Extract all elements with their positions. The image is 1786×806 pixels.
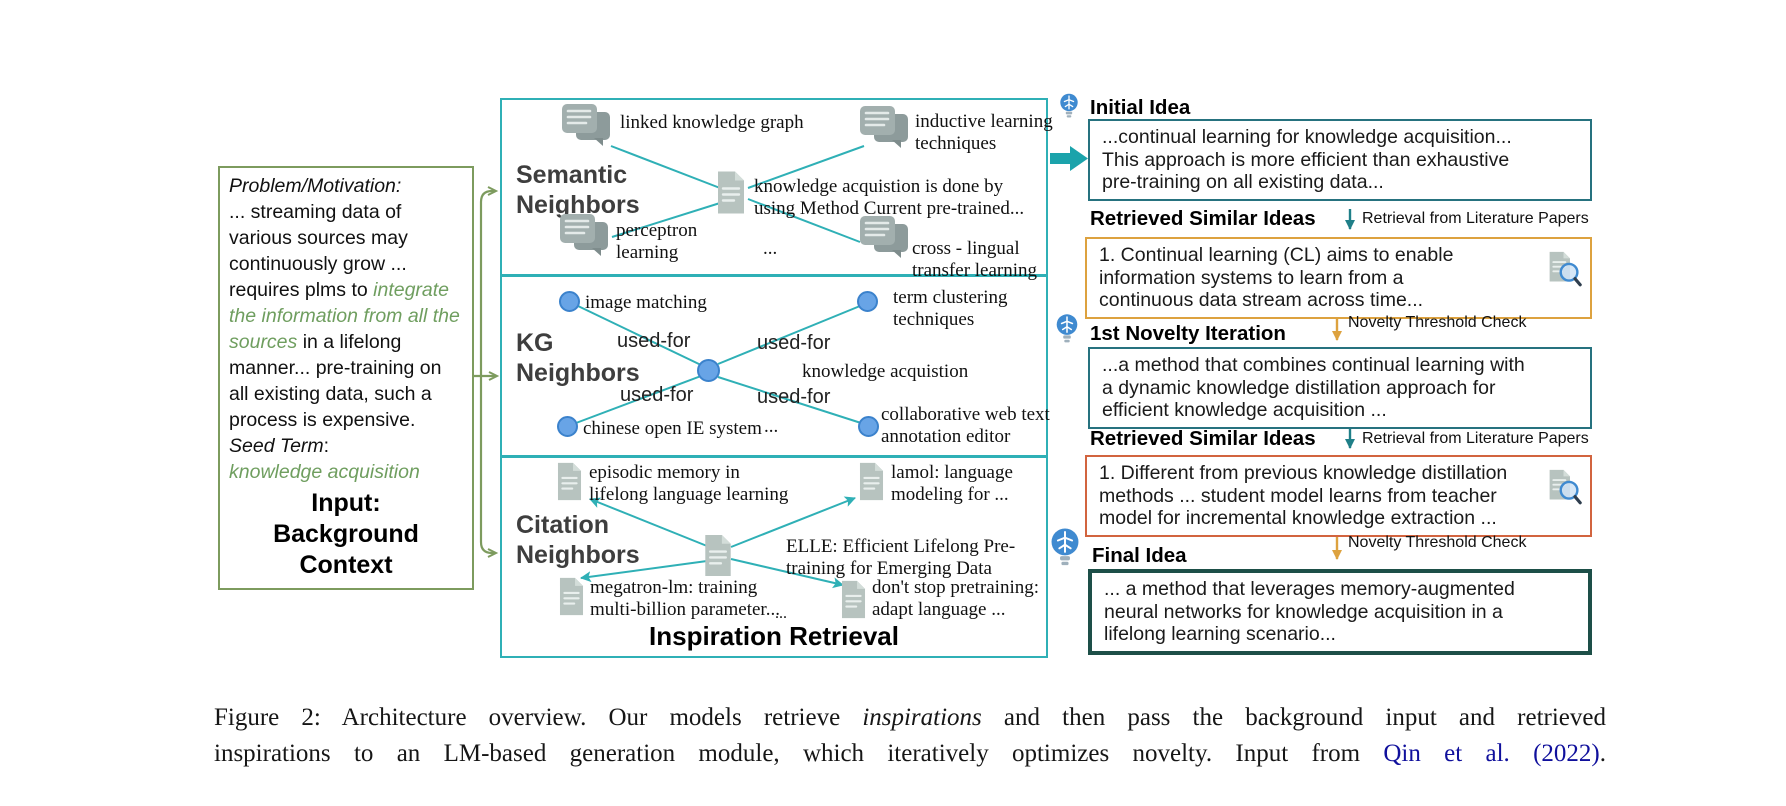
caption-line-2: inspirations to an LM-based generation m…	[214, 736, 1606, 772]
kg-ellipsis: ...	[764, 416, 779, 437]
seed-term-value: knowledge acquisition	[229, 461, 420, 483]
retrieved-ideas-box-2: 1. Different from previous knowledge dis…	[1085, 455, 1592, 537]
kg-center-label: knowledge acquistion	[802, 361, 969, 382]
caption-line-1: Figure 2: Architecture overview. Our mod…	[214, 700, 1606, 736]
document-icon	[718, 171, 744, 214]
citation-center-label: ELLE: Efficient Lifelong Pre- training f…	[786, 536, 1016, 579]
kg-node-label: term clustering techniques	[893, 287, 1008, 330]
problem-text-1: ... streaming data of various sources ma…	[229, 201, 408, 301]
citation-link-year[interactable]: (2022)	[1533, 740, 1600, 767]
caption-text: and then pass the background input and r…	[981, 704, 1606, 731]
final-idea-box: ... a method that leverages memory-augme…	[1088, 569, 1592, 655]
brain-bulb-icon	[1056, 314, 1078, 343]
novelty-iteration-box: ...a method that combines continual lear…	[1088, 347, 1592, 429]
initial-idea-arrow	[1050, 146, 1088, 171]
seed-term-label: Seed Term	[229, 435, 324, 457]
retrieved-ideas-box-1: 1. Continual learning (CL) aims to enabl…	[1085, 237, 1592, 319]
final-idea-text: ... a method that leverages memory-augme…	[1104, 578, 1515, 645]
retrieval-from-literature-label: Retrieval from Literature Papers	[1362, 210, 1589, 227]
documents-icon	[860, 106, 908, 148]
seed-term-colon: :	[323, 435, 330, 457]
citation-link-authors[interactable]: Qin et al.	[1383, 740, 1510, 767]
semantic-node-label: linked knowledge graph	[620, 112, 804, 133]
kg-node	[557, 416, 578, 437]
figure-caption: Figure 2: Architecture overview. Our mod…	[214, 700, 1606, 772]
kg-edge-label: used-for	[617, 330, 691, 352]
background-context-text: Problem/Motivation: ... streaming data o…	[229, 173, 463, 485]
retrieval-from-literature-label: Retrieval from Literature Papers	[1362, 430, 1589, 447]
kg-node-label: chinese open IE system	[583, 418, 762, 439]
citation-node-label: episodic memory in lifelong language lea…	[589, 462, 789, 505]
kg-node	[559, 291, 580, 312]
initial-idea-text: ...continual learning for knowledge acqu…	[1102, 126, 1512, 193]
paper-search-icon	[1549, 469, 1582, 505]
caption-text: Figure 2: Architecture overview. Our mod…	[214, 704, 863, 731]
semantic-ellipsis: ...	[763, 238, 778, 259]
documents-icon	[860, 216, 908, 258]
document-icon	[841, 580, 866, 619]
semantic-kg-divider	[502, 274, 1046, 277]
initial-idea-box: ...continual learning for knowledge acqu…	[1088, 119, 1592, 201]
caption-text: inspirations to an LM-based generation m…	[214, 740, 1384, 767]
document-icon	[705, 534, 731, 577]
paper-search-icon	[1549, 251, 1582, 287]
input-box-title: Input: Background Context	[273, 489, 419, 579]
novelty-threshold-check-label: Novelty Threshold Check	[1348, 534, 1527, 551]
semantic-node-label: perceptron learning	[616, 220, 698, 263]
final-idea-heading: Final Idea	[1092, 544, 1187, 567]
novelty-threshold-check-label: Novelty Threshold Check	[1348, 314, 1527, 331]
document-icon	[559, 577, 584, 616]
problem-motivation-heading: Problem/Motivation:	[229, 175, 402, 197]
semantic-node-label: cross - lingual transfer learning	[912, 238, 1038, 281]
kg-edge-label: used-for	[620, 384, 694, 406]
documents-icon	[560, 214, 608, 256]
problem-text-highlight: integrate the information from all the s…	[229, 279, 460, 353]
kg-center-node	[697, 359, 720, 382]
document-icon	[859, 462, 884, 501]
retrieved-similar-ideas-heading: Retrieved Similar Ideas	[1090, 427, 1316, 450]
kg-node-label: collaborative web text annotation editor	[881, 404, 1050, 447]
retrieved-similar-ideas-heading: Retrieved Similar Ideas	[1090, 207, 1316, 230]
kg-edge-label: used-for	[757, 386, 831, 408]
lightbulb-icon	[1060, 93, 1078, 118]
caption-text: .	[1599, 740, 1606, 767]
kg-edge-label: used-for	[757, 332, 831, 354]
kg-citation-divider	[502, 455, 1046, 458]
novelty-iteration-text: ...a method that combines continual lear…	[1102, 354, 1525, 421]
kg-node	[857, 291, 878, 312]
brain-bulb-icon	[1051, 528, 1079, 566]
kg-neighbors-label: KG Neighbors	[516, 329, 640, 387]
document-icon	[557, 462, 582, 501]
kg-node-label: image matching	[585, 292, 707, 313]
citation-node-label: don't stop pretraining: adapt language .…	[872, 577, 1040, 620]
caption-italic-inspirations: inspirations	[862, 704, 982, 731]
citation-node-label: lamol: language modeling for ...	[891, 462, 1013, 505]
citation-neighbors-label: Citation Neighbors	[516, 511, 640, 569]
problem-text-2: in a lifelong manner... pre-training on …	[229, 331, 442, 431]
semantic-neighbors-label: Semantic Neighbors	[516, 161, 640, 219]
input-connector-arrows	[474, 186, 500, 558]
retrieved-ideas-text-1: 1. Continual learning (CL) aims to enabl…	[1099, 244, 1454, 311]
background-context-box: Problem/Motivation: ... streaming data o…	[218, 166, 474, 590]
caption-text	[1510, 740, 1533, 767]
first-novelty-iteration-heading: 1st Novelty Iteration	[1090, 322, 1286, 345]
initial-idea-heading: Initial Idea	[1090, 96, 1191, 119]
semantic-node-label: inductive learning techniques	[915, 111, 1053, 154]
inspiration-retrieval-title: Inspiration Retrieval	[649, 621, 899, 651]
documents-icon	[562, 104, 610, 146]
retrieved-ideas-text-2: 1. Different from previous knowledge dis…	[1099, 462, 1508, 529]
kg-node	[858, 416, 879, 437]
citation-node-label: megatron-lm: training multi-billion para…	[590, 577, 780, 620]
semantic-center-label: knowledge acquistion is done by using Me…	[754, 176, 1025, 219]
citation-ellipsis: ...	[775, 605, 787, 622]
